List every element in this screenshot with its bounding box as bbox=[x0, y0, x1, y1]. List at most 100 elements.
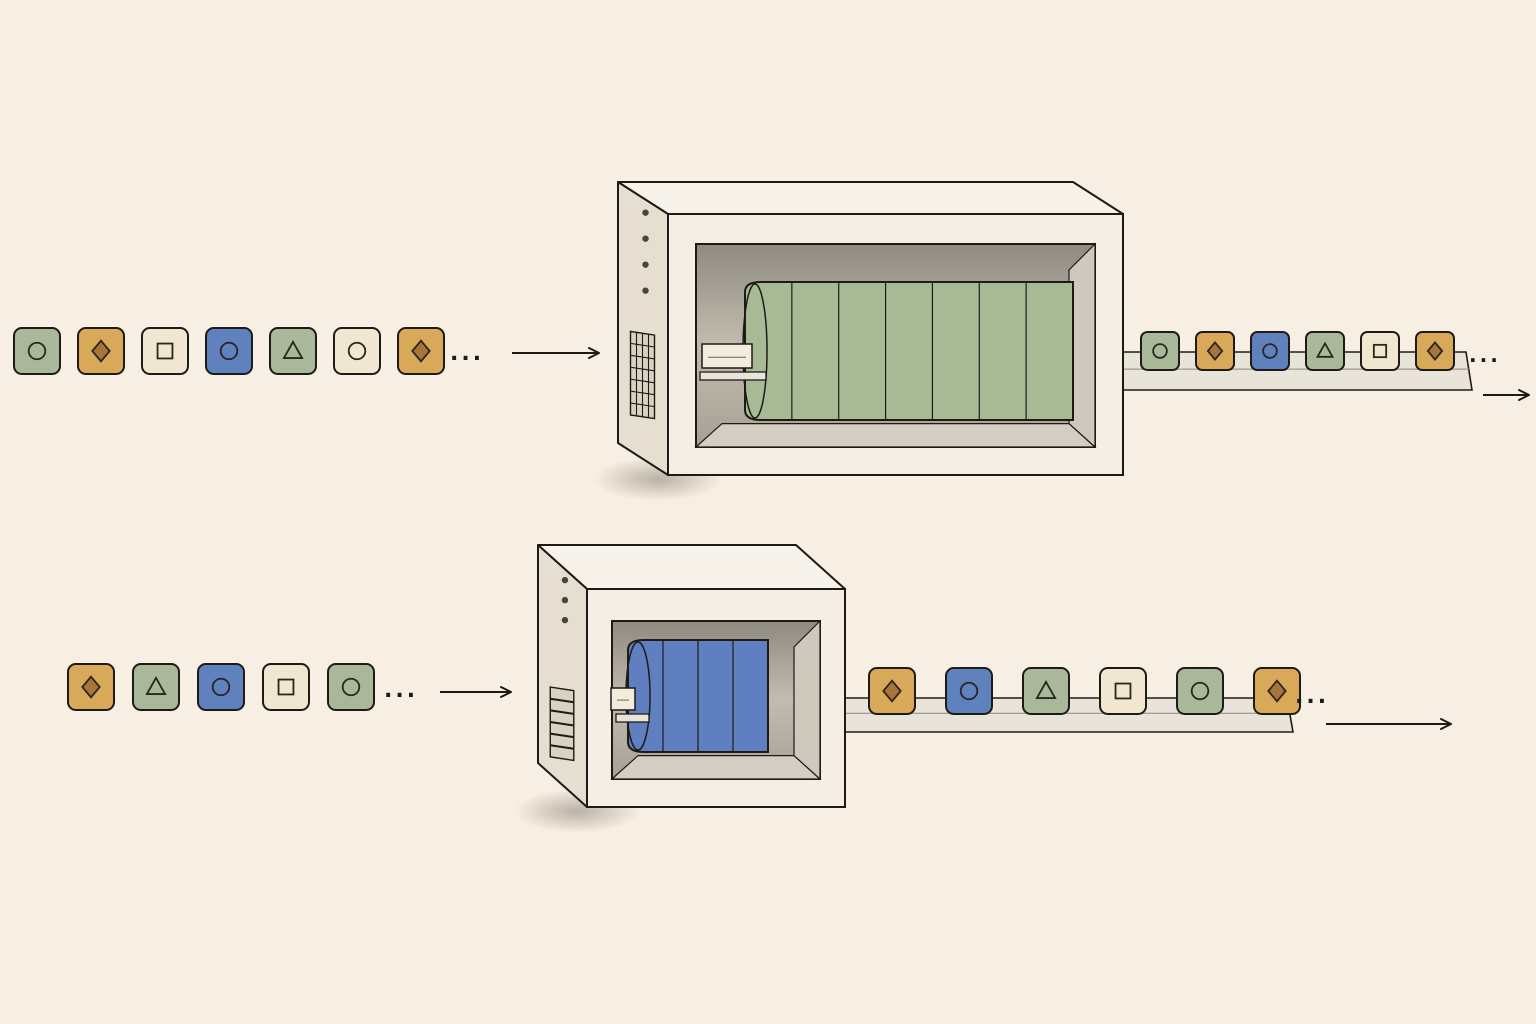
token-sage-circle bbox=[13, 327, 61, 375]
token-blue-circle bbox=[1250, 331, 1290, 371]
input-ellipsis: ... bbox=[384, 678, 418, 703]
square-icon bbox=[277, 678, 295, 696]
token-tile bbox=[13, 327, 61, 375]
token-sage-triangle bbox=[1022, 667, 1070, 715]
roller-drum bbox=[742, 281, 1074, 421]
token-blue-circle bbox=[945, 667, 993, 715]
token-ochre-diamond bbox=[77, 327, 125, 375]
token-tile bbox=[197, 663, 245, 711]
machine-top bbox=[617, 181, 1124, 215]
machine-floor bbox=[610, 754, 822, 780]
diamond-icon bbox=[411, 339, 431, 363]
machine-inner-wall bbox=[1068, 242, 1096, 449]
input-token-stream bbox=[13, 327, 445, 375]
square-icon bbox=[1372, 343, 1388, 359]
token-tile bbox=[132, 663, 180, 711]
indicator-light-icon bbox=[642, 235, 649, 242]
token-blue-circle bbox=[205, 327, 253, 375]
indicator-light-icon bbox=[561, 596, 569, 604]
circle-icon bbox=[1190, 681, 1210, 701]
token-cream-circle bbox=[333, 327, 381, 375]
indicator-light-icon bbox=[642, 209, 649, 216]
token-tile bbox=[141, 327, 189, 375]
square-icon bbox=[1114, 682, 1132, 700]
token-tile bbox=[1022, 667, 1070, 715]
triangle-icon bbox=[1315, 341, 1335, 358]
triangle-icon bbox=[145, 676, 167, 695]
triangle-icon bbox=[1035, 680, 1057, 699]
output-token-stream bbox=[868, 667, 1301, 715]
output-ellipsis: ... bbox=[1469, 343, 1501, 367]
drum-body bbox=[744, 281, 1074, 421]
processing-machine bbox=[513, 544, 846, 833]
token-ochre-diamond bbox=[1253, 667, 1301, 715]
diamond-icon bbox=[1267, 679, 1287, 703]
circle-icon bbox=[219, 341, 239, 361]
machine-side bbox=[537, 544, 588, 808]
circle-icon bbox=[27, 341, 47, 361]
vent-line bbox=[550, 709, 574, 715]
diamond-icon bbox=[1426, 341, 1444, 361]
feed-tray bbox=[615, 713, 650, 723]
token-cream-square bbox=[1099, 667, 1147, 715]
token-cream-square bbox=[262, 663, 310, 711]
token-blue-circle bbox=[197, 663, 245, 711]
processing-machine bbox=[593, 181, 1124, 501]
token-sage-circle bbox=[1140, 331, 1180, 371]
vent-line bbox=[550, 744, 574, 750]
machine-side bbox=[617, 181, 669, 476]
indicator-light-icon bbox=[561, 616, 569, 624]
token-tile bbox=[333, 327, 381, 375]
token-ochre-diamond bbox=[868, 667, 916, 715]
token-ochre-diamond bbox=[1195, 331, 1235, 371]
token-tile bbox=[1099, 667, 1147, 715]
pipeline-top: ...... bbox=[13, 181, 1530, 501]
feed-card bbox=[610, 687, 636, 711]
token-tile bbox=[262, 663, 310, 711]
input-ellipsis: ... bbox=[450, 341, 484, 366]
vent-line bbox=[550, 732, 574, 739]
token-tile bbox=[1176, 667, 1224, 715]
square-icon bbox=[156, 342, 174, 360]
machine-top bbox=[537, 544, 846, 590]
token-tile bbox=[205, 327, 253, 375]
token-sage-triangle bbox=[269, 327, 317, 375]
output-token-stream bbox=[1140, 331, 1455, 371]
token-tile bbox=[1250, 331, 1290, 371]
pipeline-bottom: ...... bbox=[67, 544, 1452, 833]
diamond-icon bbox=[882, 679, 902, 703]
triangle-icon bbox=[282, 340, 304, 359]
slat-vent-icon bbox=[549, 686, 575, 762]
grid-vent-icon bbox=[629, 330, 656, 420]
diamond-icon bbox=[91, 339, 111, 363]
circle-icon bbox=[1152, 343, 1168, 359]
token-ochre-diamond bbox=[1415, 331, 1455, 371]
token-sage-circle bbox=[1176, 667, 1224, 715]
token-tile bbox=[1305, 331, 1345, 371]
feed-tray bbox=[699, 371, 767, 381]
indicator-light-icon bbox=[642, 287, 649, 294]
token-cream-square bbox=[1360, 331, 1400, 371]
token-ochre-diamond bbox=[67, 663, 115, 711]
roller-drum bbox=[625, 639, 769, 753]
circle-icon bbox=[959, 681, 979, 701]
diamond-icon bbox=[1206, 341, 1224, 361]
feed-card bbox=[701, 343, 753, 369]
machine-floor bbox=[694, 423, 1097, 448]
circle-icon bbox=[347, 341, 367, 361]
token-sage-triangle bbox=[1305, 331, 1345, 371]
token-tile bbox=[945, 667, 993, 715]
machine-inner-wall bbox=[793, 619, 821, 781]
indicator-light-icon bbox=[642, 261, 649, 268]
circle-icon bbox=[341, 677, 361, 697]
indicator-light-icon bbox=[561, 576, 569, 584]
token-tile bbox=[1140, 331, 1180, 371]
vent-line bbox=[550, 720, 574, 727]
token-sage-triangle bbox=[132, 663, 180, 711]
diamond-icon bbox=[81, 675, 101, 699]
vent-line bbox=[550, 697, 574, 704]
input-token-stream bbox=[67, 663, 375, 711]
token-tile bbox=[327, 663, 375, 711]
circle-icon bbox=[211, 677, 231, 697]
